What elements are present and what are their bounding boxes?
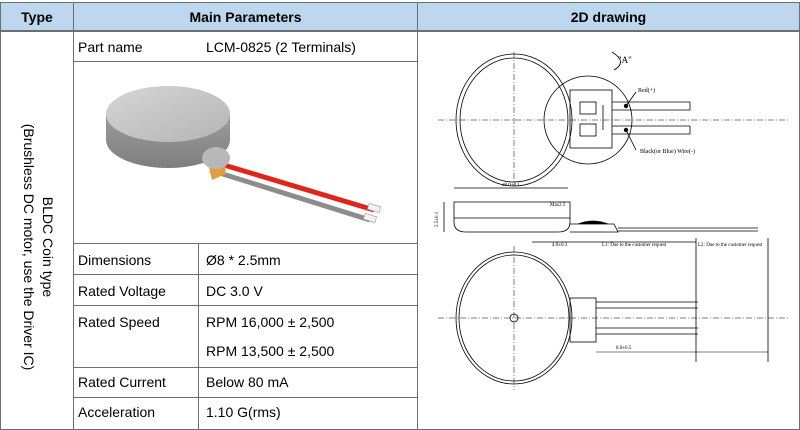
acceleration-label: Acceleration [78,404,156,420]
header-main-parameters: Main Parameters [73,2,418,31]
type-cell-text: BLDC Coin type (Brushless DC motor, use … [19,82,57,412]
detail-a-label: "A" [618,55,632,65]
red-wire-tip [367,203,381,213]
technical-drawing: "A" Red(+) Black(or Blue) Wire(-) ø8.0±0… [435,51,790,390]
part-name-label: Part name [78,39,143,55]
voltage-value: DC 3.0 V [206,283,263,299]
header-type-text: Type [21,8,53,25]
header-drawing-text: 2D drawing [570,8,647,25]
dimensions-value: Ø8 * 2.5mm [206,252,281,268]
type-line-2: (Brushless DC motor, use the Driver IC) [21,123,37,371]
dim-max-height: Max2.5 [550,203,566,208]
top-view: "A" Red(+) Black(or Blue) Wire(-) [438,51,790,187]
grey-wire-tip [363,213,377,223]
red-wire [213,159,375,213]
dim-pad: 4.0±0.3 [552,243,568,248]
speed-value-1: RPM 16,000 ± 2,500 [206,314,335,330]
current-value: Below 80 mA [206,374,289,390]
acceleration-value: 1.10 G(rms) [206,404,281,420]
header-main-text: Main Parameters [189,8,302,25]
speed-value-2: RPM 13,500 ± 2,500 [206,343,335,359]
grey-wire [209,167,371,223]
side-view: ø8.0±0.1 2.5±0.1 Max2.5 4.0±0.3 L1: Due … [435,183,769,362]
type-cell: BLDC Coin type (Brushless DC motor, use … [0,31,74,430]
l1-note: L1: Due to the customer request [602,243,667,248]
speed-label: Rated Speed [78,314,160,330]
motor-top [106,86,230,142]
voltage-label: Rated Voltage [78,283,166,299]
black-wire-label: Black(or Blue) Wire(-) [640,148,695,155]
column-divider [198,243,199,430]
red-wire-label: Red(+) [638,87,655,94]
dim-diameter: ø8.0±0.1 [502,183,520,188]
bottom-view: 8.0±0.5 [438,246,790,390]
header-2d-drawing: 2D drawing [417,2,800,31]
dimensions-label: Dimensions [78,252,152,268]
current-label: Rated Current [78,374,166,390]
motor-photo [106,86,381,223]
dim-height: 2.5±0.1 [435,211,440,227]
l2-note: L2: Due to the customer request [698,243,763,248]
header-type: Type [0,2,74,31]
type-line-1: BLDC Coin type [40,196,56,298]
dim-wire: 8.0±0.5 [616,346,632,351]
part-name-value: LCM-0825 (2 Terminals) [206,39,356,55]
connector-cap [202,147,230,169]
